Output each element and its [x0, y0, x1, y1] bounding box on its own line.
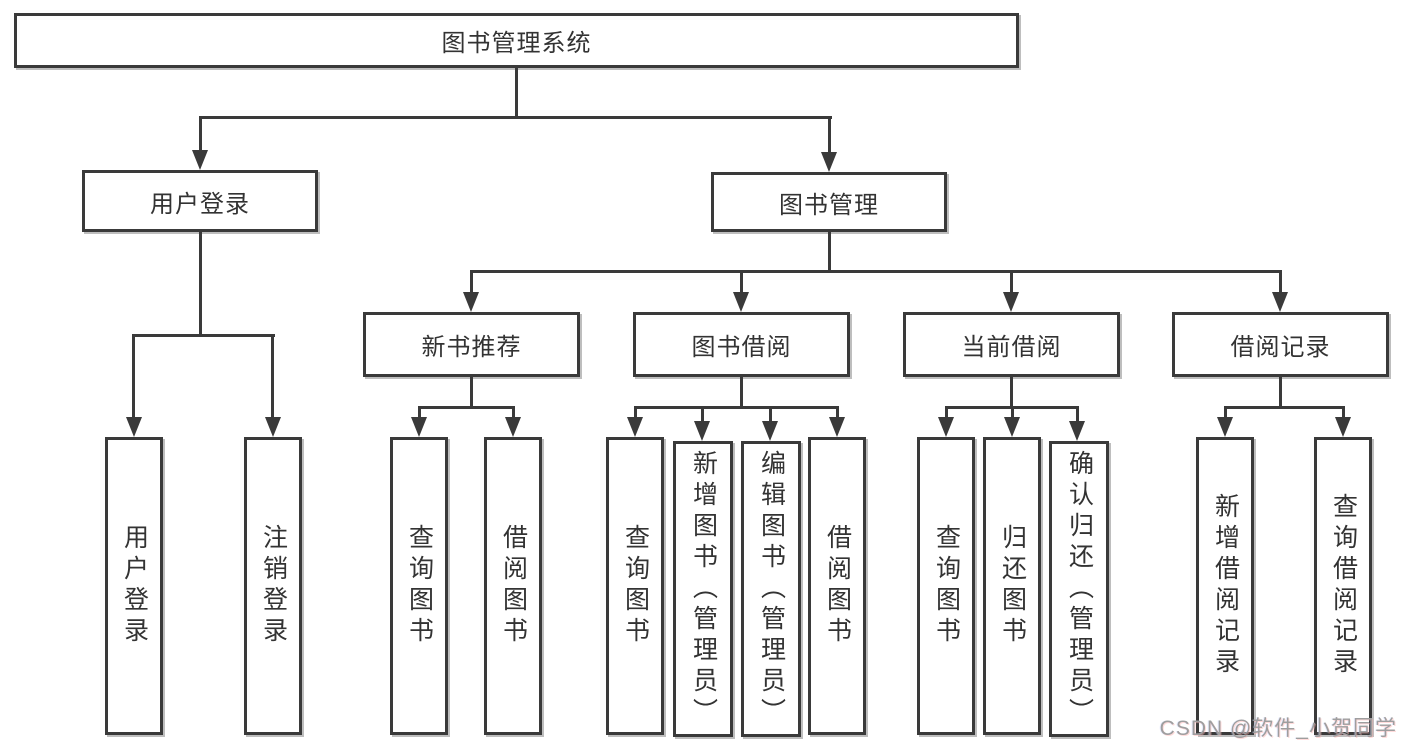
arrowhead-down-icon: [505, 417, 521, 437]
connector-line: [470, 270, 1282, 273]
leaf-add-book-admin: 新增图书（管理员）: [673, 441, 733, 737]
connector-line: [199, 116, 832, 119]
arrowhead-down-icon: [1272, 292, 1288, 312]
node-book-management: 图书管理: [711, 172, 947, 232]
arrowhead-down-icon: [192, 150, 208, 170]
leaf-add-book-admin-label: 新增图书（管理员）: [689, 449, 718, 729]
leaf-query-books-recommend: 查询图书: [390, 437, 448, 735]
arrowhead-down-icon: [627, 417, 643, 437]
leaf-confirm-return-admin: 确认归还（管理员）: [1049, 441, 1109, 737]
leaf-borrow-books-recommend-label: 借阅图书: [499, 524, 528, 648]
node-root-label: 图书管理系统: [441, 30, 592, 57]
connector-line: [1010, 270, 1013, 292]
connector-line: [199, 232, 202, 337]
arrowhead-down-icon: [733, 292, 749, 312]
arrowhead-down-icon: [1217, 417, 1233, 437]
arrowhead-down-icon: [126, 417, 142, 437]
leaf-confirm-return-admin-label: 确认归还（管理员）: [1065, 449, 1094, 729]
leaf-add-borrow-record-label: 新增借阅记录: [1211, 493, 1240, 679]
node-current-borrowing: 当前借阅: [903, 312, 1120, 377]
connector-line: [1224, 406, 1227, 417]
node-current-borrowing-label: 当前借阅: [961, 334, 1062, 361]
node-new-book-recommend: 新书推荐: [363, 312, 580, 377]
arrowhead-down-icon: [1335, 417, 1351, 437]
arrowhead-down-icon: [1003, 292, 1019, 312]
connector-line: [836, 406, 839, 417]
node-book-management-label: 图书管理: [779, 191, 879, 219]
connector-line: [132, 334, 135, 417]
leaf-query-books-borrowing-label: 查询图书: [621, 524, 650, 648]
connector-line: [470, 270, 473, 292]
connector-line: [470, 377, 473, 408]
connector-line: [740, 270, 743, 292]
csdn-watermark: CSDN @软件_小贺同学: [1159, 717, 1397, 740]
connector-line: [945, 406, 948, 417]
connector-line: [1224, 406, 1344, 409]
node-root: 图书管理系统: [14, 13, 1019, 68]
node-book-borrowing: 图书借阅: [633, 312, 850, 377]
leaf-add-borrow-record: 新增借阅记录: [1196, 437, 1254, 735]
arrowhead-down-icon: [762, 421, 778, 441]
leaf-return-book: 归还图书: [983, 437, 1041, 735]
arrowhead-down-icon: [938, 417, 954, 437]
connector-line: [271, 334, 274, 417]
connector-line: [828, 232, 831, 272]
arrowhead-down-icon: [1004, 417, 1020, 437]
leaf-user-login: 用户登录: [105, 437, 163, 735]
leaf-edit-book-admin: 编辑图书（管理员）: [741, 441, 801, 737]
connector-line: [1279, 377, 1282, 408]
arrowhead-down-icon: [1069, 421, 1085, 441]
connector-line: [199, 116, 202, 150]
arrowhead-down-icon: [463, 292, 479, 312]
leaf-query-books-recommend-label: 查询图书: [405, 524, 434, 648]
connector-line: [634, 406, 839, 409]
connector-line: [1279, 270, 1282, 292]
leaf-logout-label: 注销登录: [259, 524, 288, 648]
connector-line: [1011, 406, 1014, 417]
connector-line: [418, 406, 421, 417]
connector-line: [418, 406, 515, 409]
node-book-borrowing-label: 图书借阅: [691, 334, 792, 361]
connector-line: [769, 406, 772, 421]
connector-line: [1010, 377, 1013, 408]
connector-line: [634, 406, 637, 417]
node-user-login: 用户登录: [82, 170, 318, 232]
connector-line: [701, 406, 704, 421]
leaf-edit-book-admin-label: 编辑图书（管理员）: [757, 449, 786, 729]
leaf-user-login-label: 用户登录: [120, 524, 149, 648]
arrowhead-down-icon: [821, 152, 837, 172]
connector-line: [740, 377, 743, 408]
leaf-borrow-books-borrowing: 借阅图书: [808, 437, 866, 735]
arrowhead-down-icon: [265, 417, 281, 437]
leaf-borrow-books-borrowing-label: 借阅图书: [823, 524, 852, 648]
arrowhead-down-icon: [411, 417, 427, 437]
leaf-borrow-books-recommend: 借阅图书: [484, 437, 542, 735]
leaf-query-books-current-label: 查询图书: [932, 524, 961, 648]
connector-line: [1076, 406, 1079, 421]
node-user-login-label: 用户登录: [150, 190, 250, 218]
connector-line: [828, 116, 831, 152]
leaf-query-books-current: 查询图书: [917, 437, 975, 735]
leaf-query-books-borrowing: 查询图书: [606, 437, 664, 735]
connector-line: [512, 406, 515, 417]
leaf-return-book-label: 归还图书: [998, 524, 1027, 648]
connector-line: [515, 68, 518, 119]
connector-line: [1342, 406, 1345, 417]
node-borrow-records-label: 借阅记录: [1230, 334, 1331, 361]
arrowhead-down-icon: [829, 417, 845, 437]
arrowhead-down-icon: [694, 421, 710, 441]
connector-line: [132, 334, 275, 337]
leaf-query-borrow-record-label: 查询借阅记录: [1329, 493, 1358, 679]
node-borrow-records: 借阅记录: [1172, 312, 1389, 377]
leaf-logout: 注销登录: [244, 437, 302, 735]
node-new-book-recommend-label: 新书推荐: [421, 334, 522, 361]
leaf-query-borrow-record: 查询借阅记录: [1314, 437, 1372, 735]
